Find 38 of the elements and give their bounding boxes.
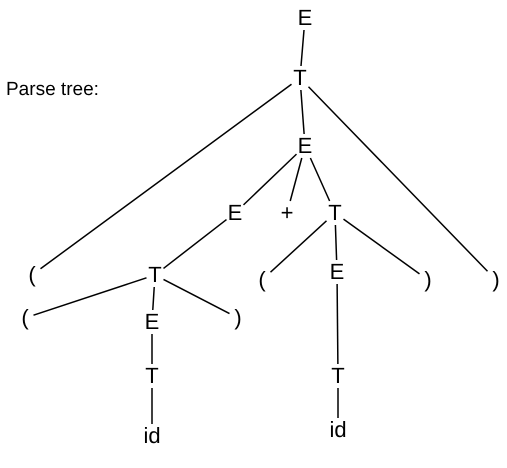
tree-symbol: (: [258, 269, 266, 291]
diagram-caption: Parse tree:: [6, 78, 99, 102]
tree-edge: [242, 154, 298, 206]
tree-symbol: E: [298, 7, 312, 29]
tree-edge: [300, 90, 305, 134]
tree-symbol: T: [328, 202, 342, 224]
tree-symbol: T: [331, 365, 345, 387]
tree-edge: [300, 30, 305, 66]
tree-symbol: ): [424, 269, 432, 291]
tree-symbol: E: [298, 135, 312, 157]
tree-symbol: T: [145, 365, 159, 387]
tree-symbol: +: [280, 202, 294, 224]
tree-symbol: ): [234, 307, 242, 329]
tree-symbol: E: [330, 261, 344, 283]
tree-edge: [336, 284, 339, 364]
tree-edge: [40, 84, 292, 270]
tree-edge: [343, 218, 420, 274]
tree-edge: [152, 286, 155, 310]
tree-edge: [290, 158, 302, 202]
tree-edge: [163, 219, 227, 269]
tree-symbol: id: [143, 425, 161, 447]
tree-symbol: id: [329, 419, 347, 441]
tree-symbol: ): [492, 269, 500, 291]
tree-symbol: T: [148, 264, 162, 286]
tree-edge: [163, 278, 230, 314]
tree-edge: [310, 158, 330, 202]
tree-edge: [151, 388, 153, 424]
tree-edge: [308, 86, 488, 272]
tree-edge: [33, 277, 147, 316]
tree-symbol: (: [21, 307, 29, 329]
tree-symbol: E: [228, 202, 242, 224]
tree-edge: [334, 224, 338, 260]
tree-edge: [270, 220, 327, 273]
tree-edge: [337, 388, 339, 418]
tree-edge: [151, 334, 153, 364]
tree-symbol: T: [293, 67, 307, 89]
tree-symbol: (: [28, 264, 36, 286]
tree-symbol: E: [144, 311, 160, 333]
